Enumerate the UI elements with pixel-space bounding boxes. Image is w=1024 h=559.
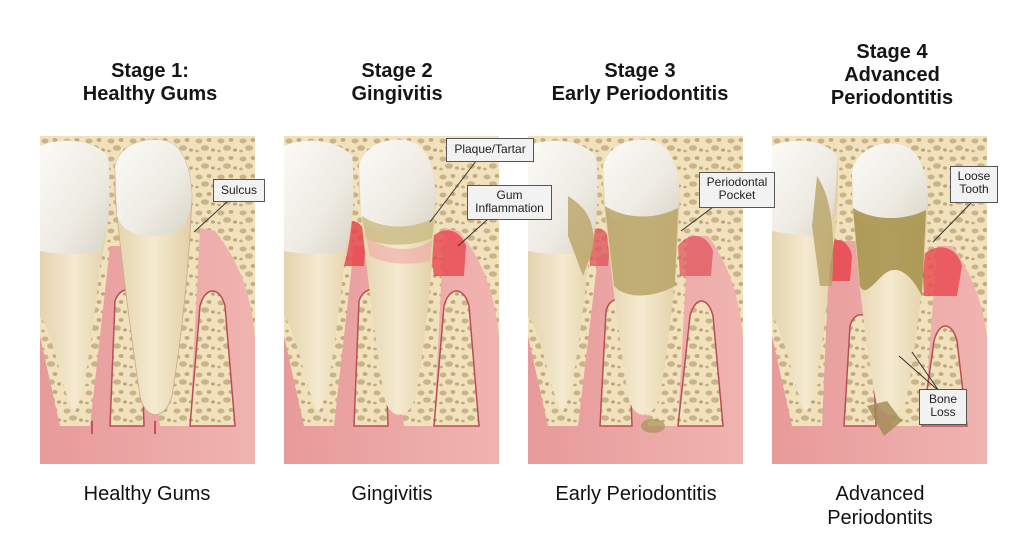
callout-gum-inflammation: Gum Inflammation [467,185,552,220]
callout-loose-tooth: Loose Tooth [950,166,998,203]
callout-loose-tooth-line1: Loose [957,169,991,183]
stage-3-title: Stage 3 Early Periodontitis [520,60,760,106]
callout-bone-loss-line2: Loss [930,405,956,419]
callout-sulcus: Sulcus [213,179,265,202]
callout-gum-inflammation-line1: Gum [496,188,523,202]
stage-1-caption: Healthy Gums [27,482,267,506]
stage-1-title-line1: Stage 1: [111,60,189,82]
callout-plaque-tartar-text: Plaque/Tartar [454,142,526,156]
callout-periodontal-pocket-line2: Pocket [718,188,756,202]
stage-4-title-line1: Stage 4 [856,41,928,63]
stage-2-title: Stage 2 Gingivitis [277,60,517,106]
callout-bone-loss-line1: Bone [928,392,958,406]
stage-2-title-line1: Stage 2 [361,60,433,82]
stage-4-caption-line1: Advanced [835,483,925,505]
stage-3-caption-line1: Early Periodontitis [555,483,717,505]
stage-4-caption-line2: Periodontits [827,507,933,529]
stage-4-title: Stage 4 Advanced Periodontitis [772,41,1012,110]
stage-1-caption-line1: Healthy Gums [83,483,211,505]
stage-2-caption-line1: Gingivitis [351,483,433,505]
stage-2-title-line2: Gingivitis [351,83,443,105]
stage-4-title-line3: Periodontitis [830,87,954,109]
callout-plaque-tartar: Plaque/Tartar [446,138,534,162]
stage-2-caption: Gingivitis [272,482,512,506]
stage-1-title: Stage 1: Healthy Gums [30,60,270,106]
callout-periodontal-pocket: Periodontal Pocket [699,172,775,208]
callout-periodontal-pocket-line1: Periodontal [706,175,768,189]
callout-sulcus-text: Sulcus [220,183,258,197]
stage-1-title-line2: Healthy Gums [82,83,218,105]
stage-3-title-line2: Early Periodontitis [551,83,729,105]
stage-4-title-line2: Advanced [844,64,940,86]
callout-bone-loss: Bone Loss [919,389,967,425]
callout-gum-inflammation-line2: Inflammation [475,201,544,215]
stage-3-title-line1: Stage 3 [604,60,676,82]
stage-3-caption: Early Periodontitis [516,482,756,506]
stage-4-caption: Advanced Periodontits [760,482,1000,530]
stage-3-illustration [528,136,743,464]
callout-loose-tooth-line2: Tooth [959,182,989,196]
